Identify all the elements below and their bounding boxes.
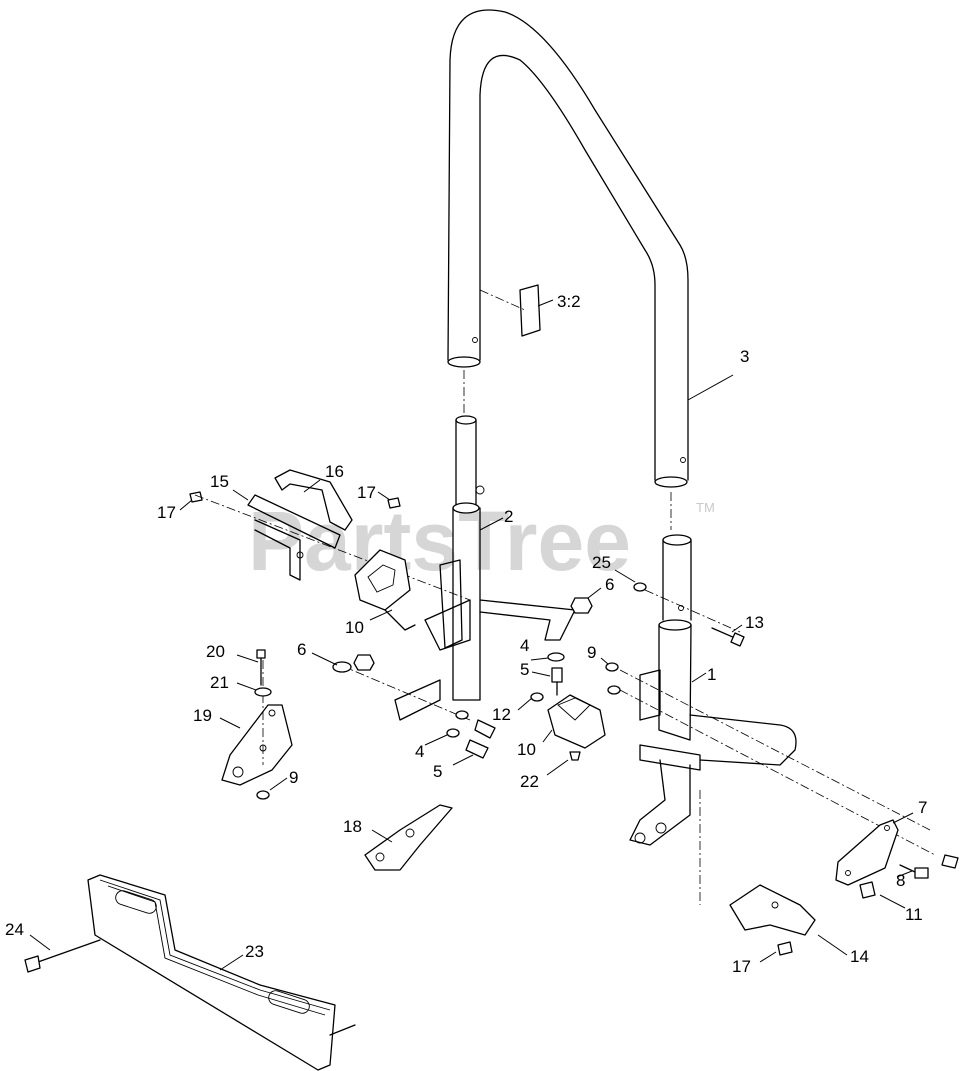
hardware bbox=[24, 491, 959, 973]
seatbelt-buckle-left bbox=[354, 549, 416, 631]
callout-3-2: 3:2 bbox=[557, 292, 581, 311]
callout-17-left: 17 bbox=[157, 503, 176, 522]
bracket-19 bbox=[221, 704, 293, 786]
callout-12: 12 bbox=[492, 705, 511, 724]
callout-8: 8 bbox=[896, 871, 905, 890]
bracket-16 bbox=[274, 469, 353, 531]
callout-21: 21 bbox=[210, 673, 229, 692]
watermark: PartsTree TM bbox=[248, 494, 715, 588]
plate-7 bbox=[835, 819, 899, 886]
callout-3: 3 bbox=[740, 347, 749, 366]
rops-hoop bbox=[447, 9, 689, 488]
callout-5-right: 5 bbox=[520, 660, 529, 679]
callout-23: 23 bbox=[245, 942, 264, 961]
callout-22: 22 bbox=[520, 772, 539, 791]
callout-10-left: 10 bbox=[345, 618, 364, 637]
callout-13: 13 bbox=[745, 613, 764, 632]
bracket-18 bbox=[364, 804, 453, 871]
callout-7: 7 bbox=[918, 798, 927, 817]
bracket-15 bbox=[247, 494, 341, 581]
left-upright bbox=[394, 415, 576, 721]
callout-25: 25 bbox=[592, 553, 611, 572]
callout-18: 18 bbox=[343, 817, 362, 836]
callout-17-top: 17 bbox=[357, 483, 376, 502]
callout-9-left: 9 bbox=[289, 768, 298, 787]
leader-lines bbox=[29, 299, 914, 971]
callout-17-lower: 17 bbox=[732, 957, 751, 976]
bracket-14 bbox=[729, 884, 816, 936]
callout-14: 14 bbox=[850, 947, 869, 966]
rail-23 bbox=[87, 874, 356, 1071]
callout-19: 19 bbox=[193, 706, 212, 725]
callout-1: 1 bbox=[707, 665, 716, 684]
seatbelt-buckle-right bbox=[547, 694, 606, 749]
callout-6-left: 6 bbox=[297, 640, 306, 659]
watermark-trademark: TM bbox=[696, 500, 715, 515]
callout-20: 20 bbox=[206, 642, 225, 661]
callout-9-right: 9 bbox=[587, 643, 596, 662]
callout-5-left: 5 bbox=[433, 762, 442, 781]
watermark-text: PartsTree bbox=[248, 494, 631, 588]
right-upright bbox=[629, 534, 797, 846]
callout-4-right: 4 bbox=[520, 636, 529, 655]
callout-15: 15 bbox=[210, 472, 229, 491]
center-lines bbox=[194, 289, 936, 905]
callout-16: 16 bbox=[325, 462, 344, 481]
callout-24: 24 bbox=[5, 920, 24, 939]
callout-11: 11 bbox=[905, 905, 923, 924]
callout-6-right: 6 bbox=[605, 575, 614, 594]
callout-4-left: 4 bbox=[415, 742, 424, 761]
callout-10-right: 10 bbox=[517, 740, 536, 759]
callouts: 3 3:2 2 1 16 15 17 17 10 6 20 21 19 9 4 … bbox=[5, 292, 927, 976]
callout-2: 2 bbox=[504, 507, 513, 526]
